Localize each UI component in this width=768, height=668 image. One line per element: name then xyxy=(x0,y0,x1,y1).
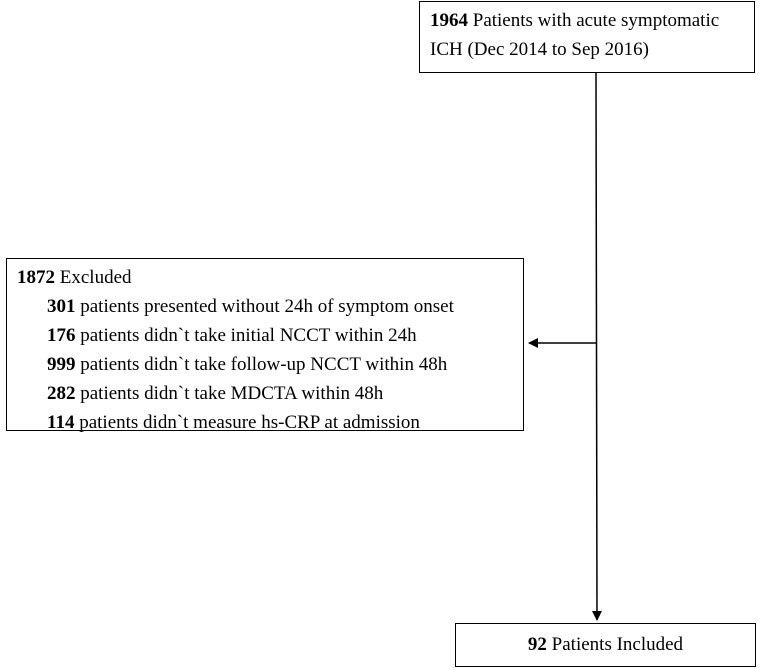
enrolled-patients-box: 1964 Patients with acute symptomatic ICH… xyxy=(419,1,755,73)
included-label: Patients Included xyxy=(546,634,684,655)
enrolled-line-1: 1964 Patients with acute symptomatic xyxy=(430,6,754,35)
exclusion-reason-text: patients presented without 24h of sympto… xyxy=(75,296,454,317)
enrolled-label: Patients with acute symptomatic xyxy=(468,10,720,31)
enrolled-line-2: ICH (Dec 2014 to Sep 2016) xyxy=(430,39,649,60)
included-patients-box: 92 Patients Included xyxy=(455,623,756,667)
exclusion-reason: 999 patients didn`t take follow-up NCCT … xyxy=(17,350,523,379)
main-flow-arrow xyxy=(591,72,602,621)
exclusion-reason: 176 patients didn`t take initial NCCT wi… xyxy=(17,321,523,350)
excluded-count: 1872 xyxy=(17,267,55,288)
exclusion-reason-count: 282 xyxy=(47,383,76,404)
exclusion-reason-count: 301 xyxy=(47,296,76,317)
excluded-label: Excluded xyxy=(55,267,132,288)
exclusion-reason: 114 patients didn`t measure hs-CRP at ad… xyxy=(17,408,523,437)
exclusion-reason-text: patients didn`t take follow-up NCCT with… xyxy=(75,354,448,375)
included-count: 92 xyxy=(527,634,547,655)
exclusion-reason: 301 patients presented without 24h of sy… xyxy=(17,292,523,321)
enrolled-count: 1964 xyxy=(430,10,468,31)
excluded-header: 1872 Excluded xyxy=(17,263,523,292)
exclusion-reason-count: 176 xyxy=(47,325,76,346)
excluded-patients-box: 1872 Excluded 301 patients presented wit… xyxy=(6,258,524,433)
exclusion-reason-text: patients didn`t take MDCTA within 48h xyxy=(75,383,384,404)
exclusion-reason: 282 patients didn`t take MDCTA within 48… xyxy=(17,379,523,408)
exclusion-reason-text: patients didn`t measure hs-CRP at admiss… xyxy=(74,412,420,433)
exclusion-reason-count: 114 xyxy=(47,412,75,433)
exclusion-reason-count: 999 xyxy=(47,354,76,375)
exclusion-reason-text: patients didn`t take initial NCCT within… xyxy=(75,325,417,346)
